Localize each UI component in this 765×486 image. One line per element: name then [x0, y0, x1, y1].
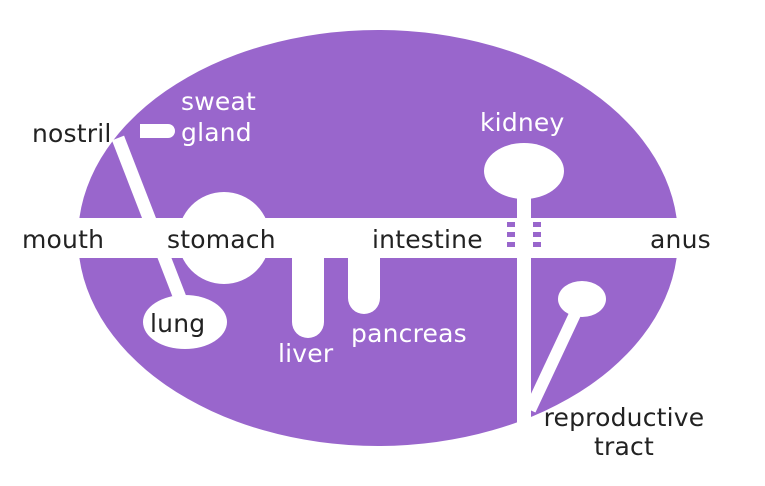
- label-reproductive-line2: tract: [594, 432, 654, 461]
- label-stomach: stomach: [167, 225, 276, 254]
- pancreas-organ: [348, 250, 380, 314]
- lung-organ: [143, 295, 227, 349]
- liver-organ: [292, 250, 324, 338]
- duct-dash: [507, 222, 515, 227]
- digestive-tract: [0, 218, 765, 258]
- label-sweat-gland-line1: sweat: [181, 87, 256, 116]
- label-anus: anus: [650, 225, 711, 254]
- duct-dash: [533, 232, 541, 237]
- label-intestine: intestine: [372, 225, 483, 254]
- duct-dash: [533, 242, 541, 247]
- stomach-organ: [178, 192, 270, 284]
- duct-dash: [533, 222, 541, 227]
- label-mouth: mouth: [22, 225, 104, 254]
- nostril-duct: [111, 135, 187, 301]
- label-nostril: nostril: [32, 119, 112, 148]
- reproductive-duct: [524, 309, 582, 413]
- duct-dash: [507, 242, 515, 247]
- reproductive-organ: [558, 281, 606, 317]
- label-reproductive-line1: reproductive: [544, 403, 705, 432]
- label-liver: liver: [278, 339, 334, 368]
- kidney-duct: [517, 190, 531, 425]
- sweat-gland-duct: [140, 124, 175, 138]
- label-lung: lung: [150, 309, 205, 338]
- duct-dash: [507, 232, 515, 237]
- label-sweat-gland-line2: gland: [181, 118, 252, 147]
- kidney-organ: [484, 143, 564, 199]
- label-kidney: kidney: [480, 108, 565, 137]
- label-pancreas: pancreas: [351, 319, 467, 348]
